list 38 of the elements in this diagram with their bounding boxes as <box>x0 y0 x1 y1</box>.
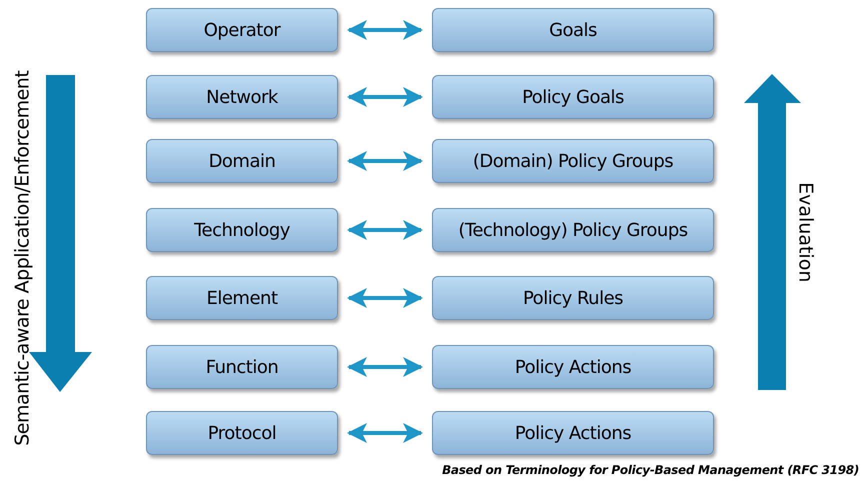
level-box <box>146 139 338 183</box>
level-box <box>432 208 714 252</box>
level-box <box>432 8 714 52</box>
box-label: (Domain) Policy Groups <box>472 150 674 174</box>
box-label: Protocol <box>208 422 276 446</box>
box-label: Network <box>206 86 278 110</box>
box-label: Goals <box>549 18 597 42</box>
double-arrow <box>347 20 423 40</box>
level-box <box>432 139 714 183</box>
level-box <box>432 276 714 320</box>
box-label: Domain <box>208 150 276 174</box>
box-label: Policy Rules <box>522 286 624 310</box>
level-box <box>146 8 338 52</box>
double-arrow <box>347 87 423 107</box>
vertical-label: Semantic-aware Application/Enforcement <box>10 70 35 446</box>
level-box <box>146 411 338 455</box>
level-box <box>146 276 338 320</box>
box-label: (Technology) Policy Groups <box>458 218 688 242</box>
level-box <box>146 208 338 252</box>
double-arrow <box>347 151 423 171</box>
double-arrow <box>347 357 423 377</box>
box-label: Function <box>206 356 278 380</box>
box-label: Policy Actions <box>514 356 632 380</box>
box-label: Policy Goals <box>522 86 624 110</box>
box-label: Element <box>206 286 278 310</box>
double-arrow <box>347 423 423 443</box>
level-box <box>432 345 714 389</box>
level-box <box>432 75 714 119</box>
box-label: Operator <box>204 18 280 42</box>
box-label: Technology <box>194 218 290 242</box>
level-box <box>146 345 338 389</box>
double-arrow <box>347 288 423 308</box>
box-label: Policy Actions <box>514 422 632 446</box>
level-box <box>432 411 714 455</box>
level-box <box>146 75 338 119</box>
caption: Based on Terminology for Policy-Based Management (RFC 3198) <box>442 462 859 479</box>
vertical-label: Evaluation <box>793 182 818 282</box>
double-arrow <box>347 220 423 240</box>
